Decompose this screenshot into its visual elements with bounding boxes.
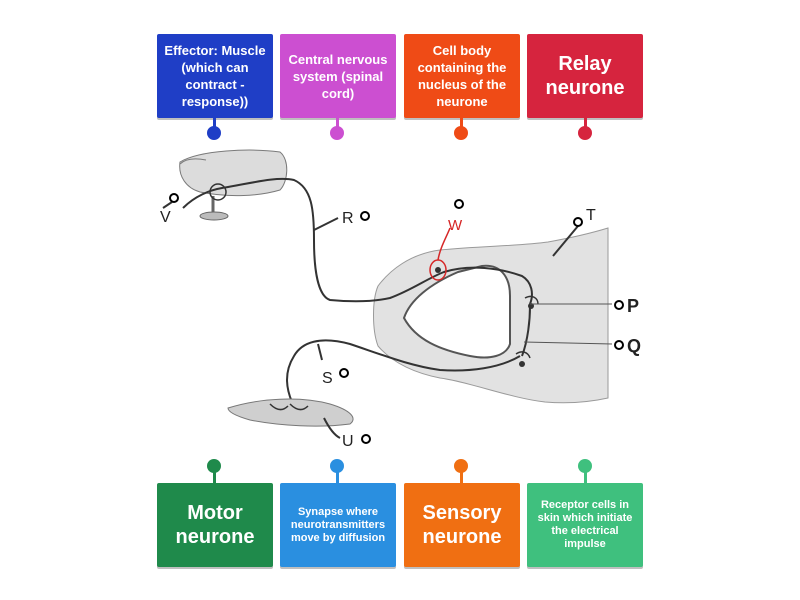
card-label: Synapse where neurotransmitters move by … [290, 505, 386, 544]
connector-dot [207, 126, 221, 140]
diagram-letter-w: W [448, 217, 463, 234]
connector-pin [460, 470, 463, 484]
answer-card-relay-neurone[interactable]: Relay neurone [527, 34, 643, 118]
connector-dot [578, 126, 592, 140]
connector-dot [330, 459, 344, 473]
hotspot-p [614, 300, 624, 310]
muscle-effector [227, 398, 354, 427]
connector-dot [454, 459, 468, 473]
receptor-in-finger [209, 183, 227, 201]
connector-dot [207, 459, 221, 473]
answer-card-effector[interactable]: Effector: Muscle (which can contract - r… [157, 34, 273, 118]
connector-pin [213, 470, 216, 484]
answer-card-sensory-neurone[interactable]: Sensory neurone [404, 483, 520, 567]
sensory-neurone-fiber [182, 177, 533, 305]
connector-pin [336, 118, 339, 132]
answer-card-cell-body[interactable]: Cell body containing the nucleus of the … [404, 34, 520, 118]
hotspot-r [360, 211, 370, 221]
connector-dot [454, 126, 468, 140]
diagram-letter-v: V [160, 209, 171, 226]
hotspot-u [361, 434, 371, 444]
connector-pin [584, 118, 587, 132]
connector-pin [336, 470, 339, 484]
hotspot-s [339, 368, 349, 378]
diagram-letter-u: U [342, 433, 354, 450]
finger-shape [179, 149, 288, 197]
connector-dot [330, 126, 344, 140]
diagram-letter-q: Q [627, 336, 641, 356]
answer-card-synapse[interactable]: Synapse where neurotransmitters move by … [280, 483, 396, 567]
card-label: Receptor cells in skin which initiate th… [537, 499, 633, 550]
card-label: Sensory neurone [422, 502, 502, 548]
card-label: Central nervous system (spinal cord) [288, 51, 388, 101]
hotspot-v [169, 193, 179, 203]
hotspot-t [573, 217, 583, 227]
connector-pin [460, 118, 463, 132]
answer-card-receptor[interactable]: Receptor cells in skin which initiate th… [527, 483, 643, 567]
answer-card-motor-neurone[interactable]: Motor neurone [157, 483, 273, 567]
card-label: Motor neurone [175, 502, 255, 548]
card-label: Cell body containing the nucleus of the … [417, 43, 507, 109]
cell-body-w [429, 259, 447, 281]
connector-pin [584, 470, 587, 484]
connector-dot [578, 459, 592, 473]
spinal-cord-shape [373, 227, 609, 404]
connector-pin [213, 118, 216, 132]
hotspot-q [614, 340, 624, 350]
grey-matter-hole [402, 264, 511, 359]
pin-stand [200, 196, 228, 218]
diagram-letter-t: T [586, 207, 596, 224]
answer-card-cns[interactable]: Central nervous system (spinal cord) [280, 34, 396, 118]
diagram-letter-r: R [342, 210, 354, 227]
diagram-letter-p: P [627, 296, 639, 316]
diagram-letter-s: S [322, 370, 333, 387]
motor-neurone-fiber [286, 339, 521, 403]
card-label: Relay neurone [545, 53, 625, 99]
hotspot-w [454, 199, 464, 209]
card-label: Effector: Muscle (which can contract - r… [164, 43, 266, 109]
